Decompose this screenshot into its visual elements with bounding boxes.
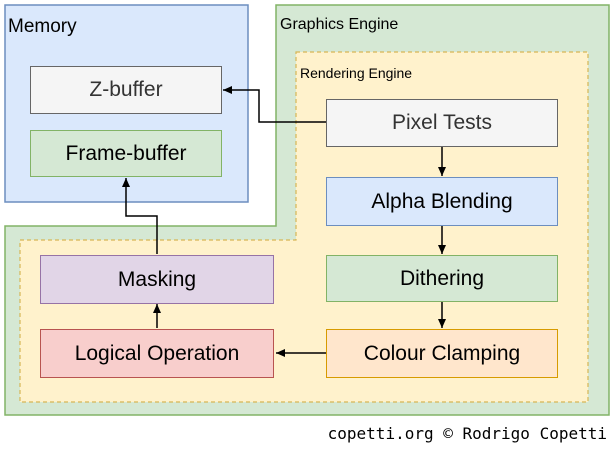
memory-label: Memory: [8, 16, 77, 37]
alpha-blending-box: Alpha Blending: [326, 177, 558, 226]
z-buffer-box: Z-buffer: [30, 66, 222, 114]
pixel-tests-box: Pixel Tests: [326, 99, 558, 147]
dithering-box: Dithering: [326, 255, 558, 302]
credit-text: copetti.org © Rodrigo Copetti: [327, 424, 607, 443]
rendering-engine-label: Rendering Engine: [300, 65, 413, 81]
arrow-masking-to-frame-buffer: [122, 178, 158, 254]
graphics-engine-label: Graphics Engine: [280, 16, 399, 33]
logical-operation-box: Logical Operation: [40, 329, 274, 378]
frame-buffer-box: Frame-buffer: [30, 130, 222, 177]
arrow-pixel-tests-to-z-buffer: [223, 86, 326, 123]
masking-box: Masking: [40, 255, 274, 304]
colour-clamping-box: Colour Clamping: [326, 329, 558, 378]
